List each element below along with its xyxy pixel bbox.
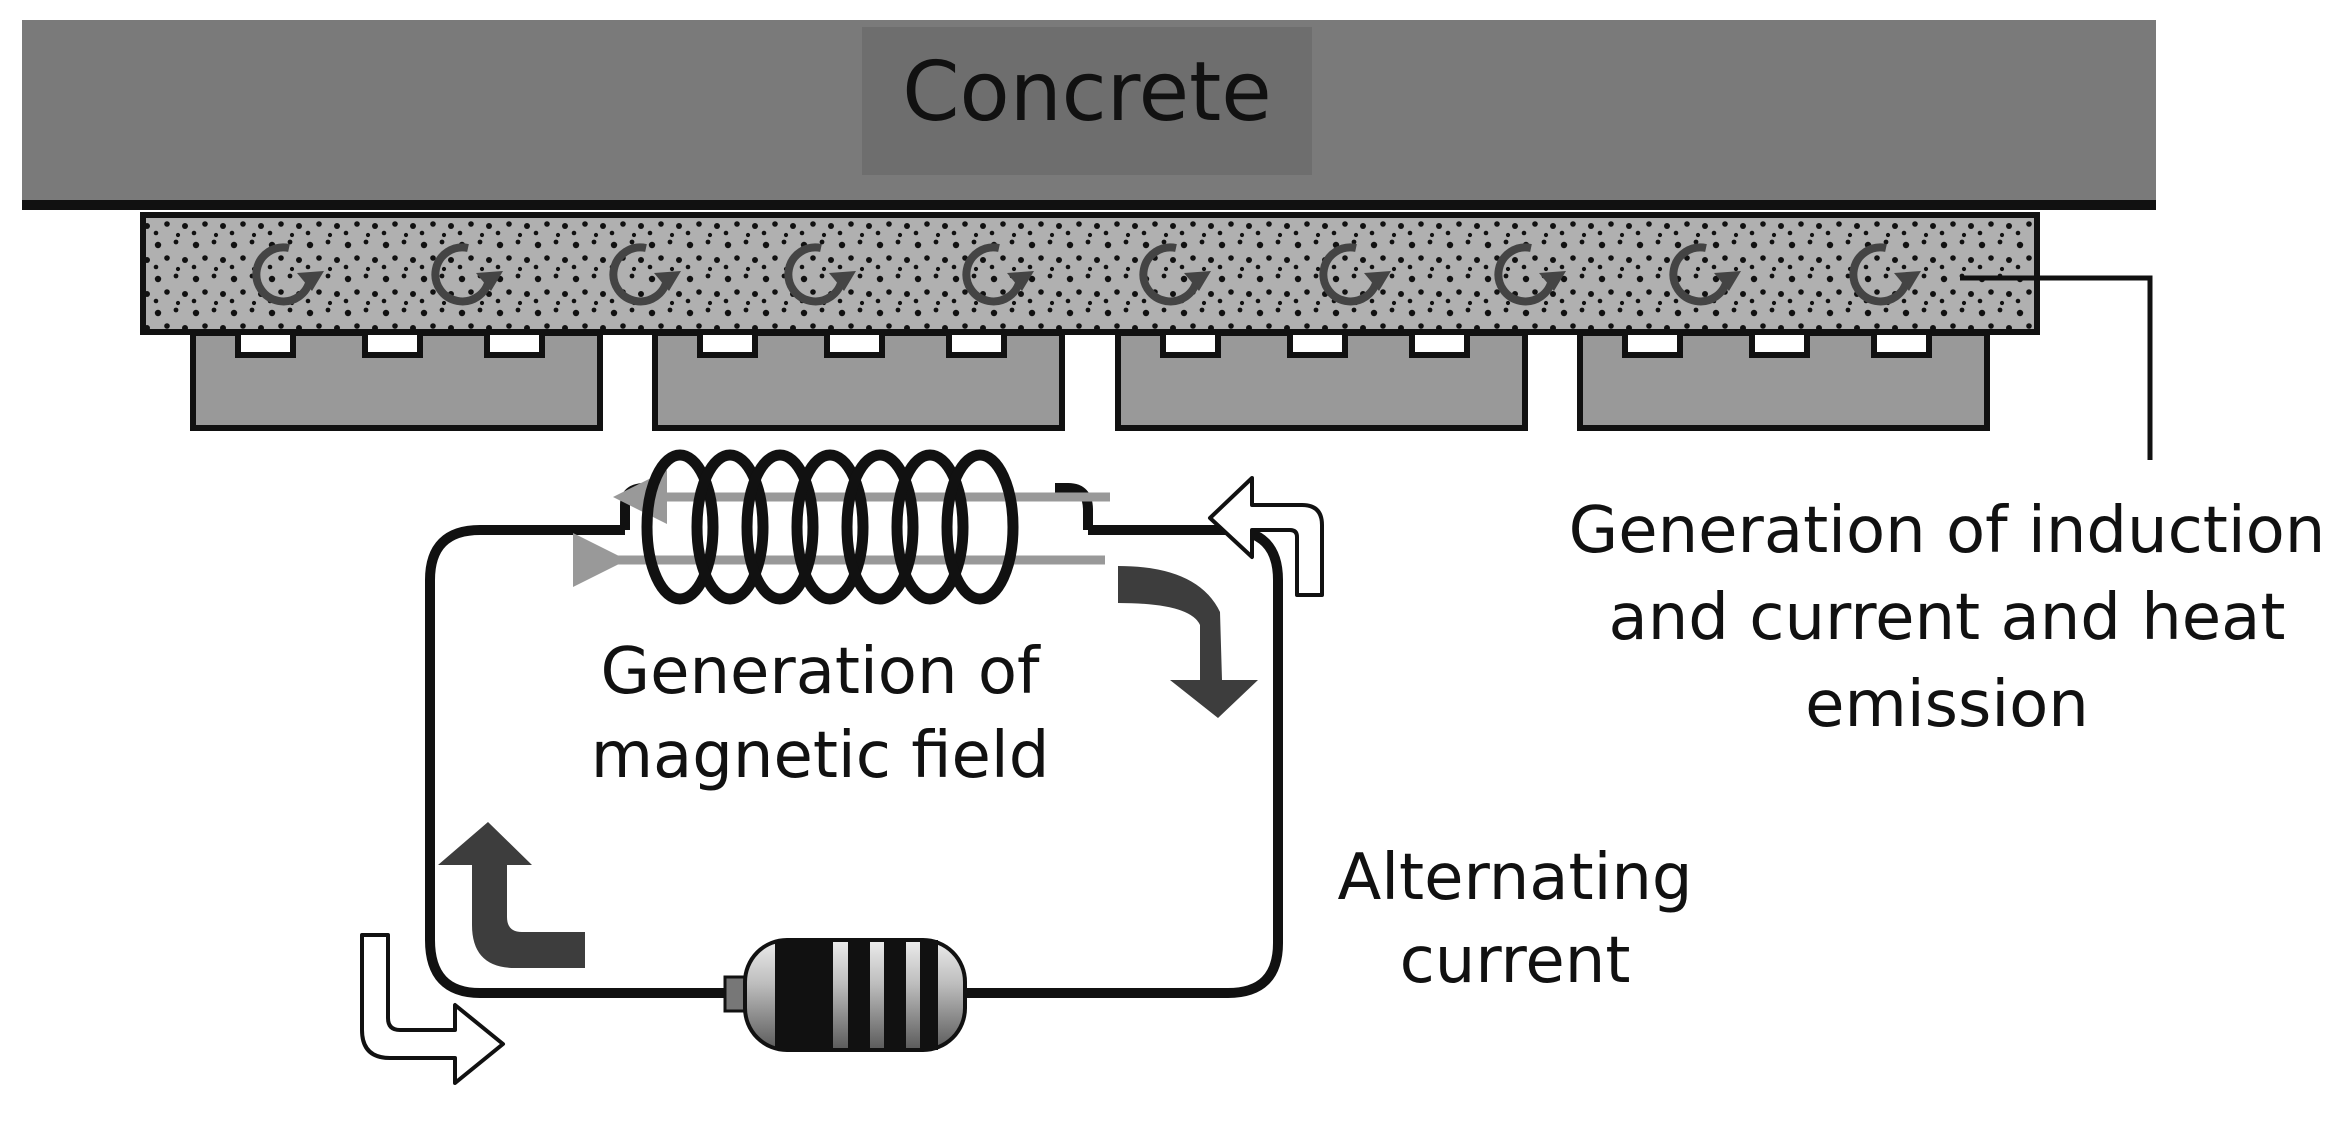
induction-label-line-2: and current and heat — [1608, 581, 2286, 656]
concrete-label: Concrete — [902, 45, 1272, 140]
battery-icon — [723, 938, 967, 1052]
current-flow-arrow-left — [438, 822, 585, 968]
coil-icon — [573, 449, 1110, 605]
eddy-current-icon — [1139, 243, 1211, 306]
eddy-current-icon — [784, 243, 856, 306]
magnetic-field-label-line-1: Generation of — [600, 635, 1040, 709]
concrete-label-box — [862, 27, 1312, 175]
alternating-current-label: Alternating current — [1305, 837, 1725, 1003]
eddy-current-icon — [252, 243, 324, 306]
alternating-current-label-line-1: Alternating — [1337, 841, 1693, 915]
current-flow-arrow-right — [1118, 566, 1258, 718]
induction-leader-line — [1960, 275, 2153, 460]
magnetic-field-label-line-2: magnetic field — [590, 719, 1050, 794]
induction-label-line-1: Generation of induction — [1568, 494, 2326, 568]
eddy-current-icon — [1669, 243, 1741, 306]
induction-label-line-3: emission — [1805, 668, 2089, 743]
alternating-current-label-line-2: current — [1399, 924, 1631, 999]
eddy-current-icon — [609, 243, 681, 306]
coil-turn — [691, 449, 769, 605]
coil-turn — [841, 449, 919, 605]
magnetic-field-label: Generation of magnetic field — [560, 630, 1080, 799]
eddy-current-icon — [431, 243, 503, 306]
tiles — [190, 330, 1990, 431]
eddy-current-icon — [1849, 243, 1921, 306]
flow-arrow-icon-bottom — [360, 933, 505, 1085]
induction-label: Generation of induction and current and … — [1548, 488, 2346, 749]
eddy-currents — [252, 243, 1921, 306]
eddy-current-icon — [1319, 243, 1391, 306]
concrete-slab — [22, 20, 2156, 210]
coil-turn — [791, 449, 869, 605]
eddy-current-icon — [1494, 243, 1566, 306]
coil-turn — [941, 449, 1019, 605]
coil-turn — [741, 449, 819, 605]
conductive-layer — [140, 212, 2040, 335]
eddy-current-icon — [962, 243, 1034, 306]
flow-arrow-icon-top — [1208, 476, 1324, 597]
coil-turn — [891, 449, 969, 605]
coil-turn — [641, 449, 719, 605]
